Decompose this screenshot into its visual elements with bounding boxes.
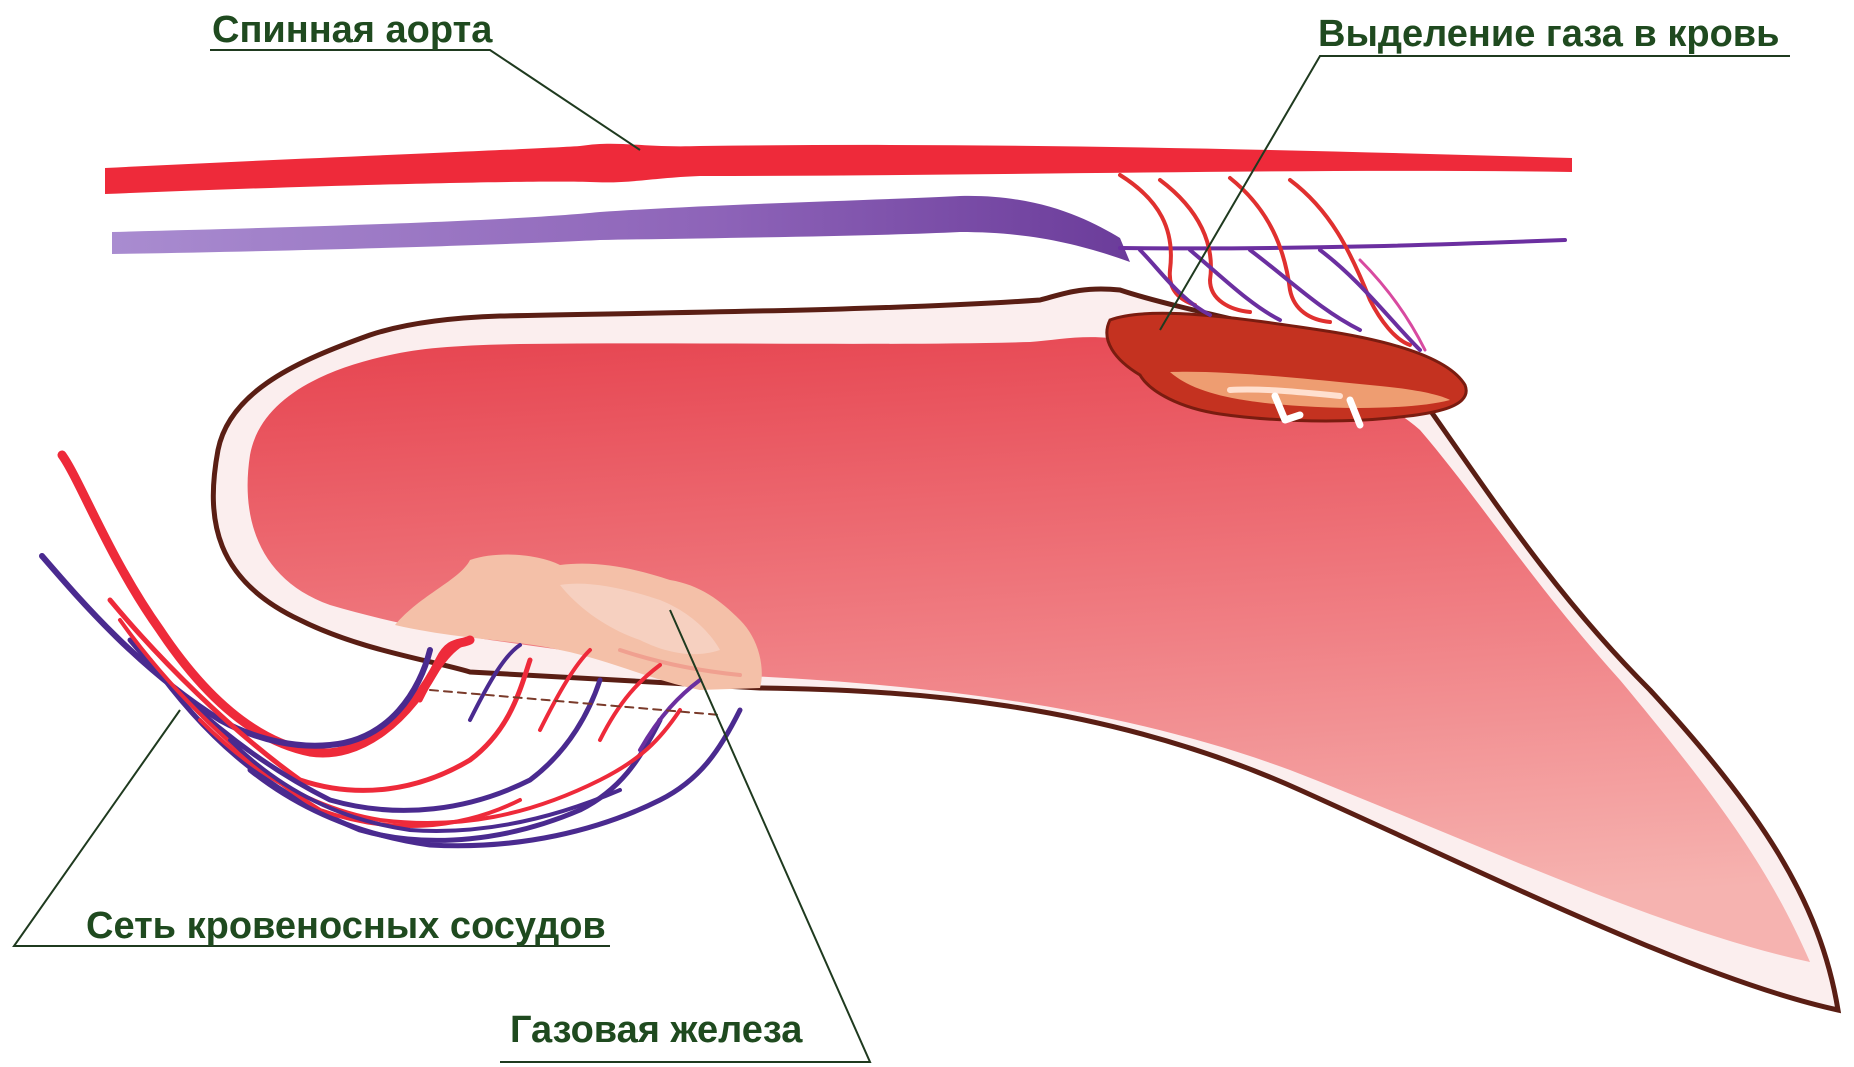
- leader-gas-release: [1160, 56, 1790, 330]
- label-vessel-network: Сеть кровеносных сосудов: [86, 905, 606, 947]
- label-gas-release: Выделение газа в кровь: [1318, 13, 1780, 55]
- label-gas-gland: Газовая железа: [510, 1009, 803, 1051]
- dorsal-aorta-vessel: [105, 144, 1572, 194]
- label-dorsal-aorta: Спинная аорта: [212, 9, 493, 51]
- leader-dorsal-aorta: [210, 50, 640, 150]
- dorsal-vein-vessel: [112, 196, 1130, 262]
